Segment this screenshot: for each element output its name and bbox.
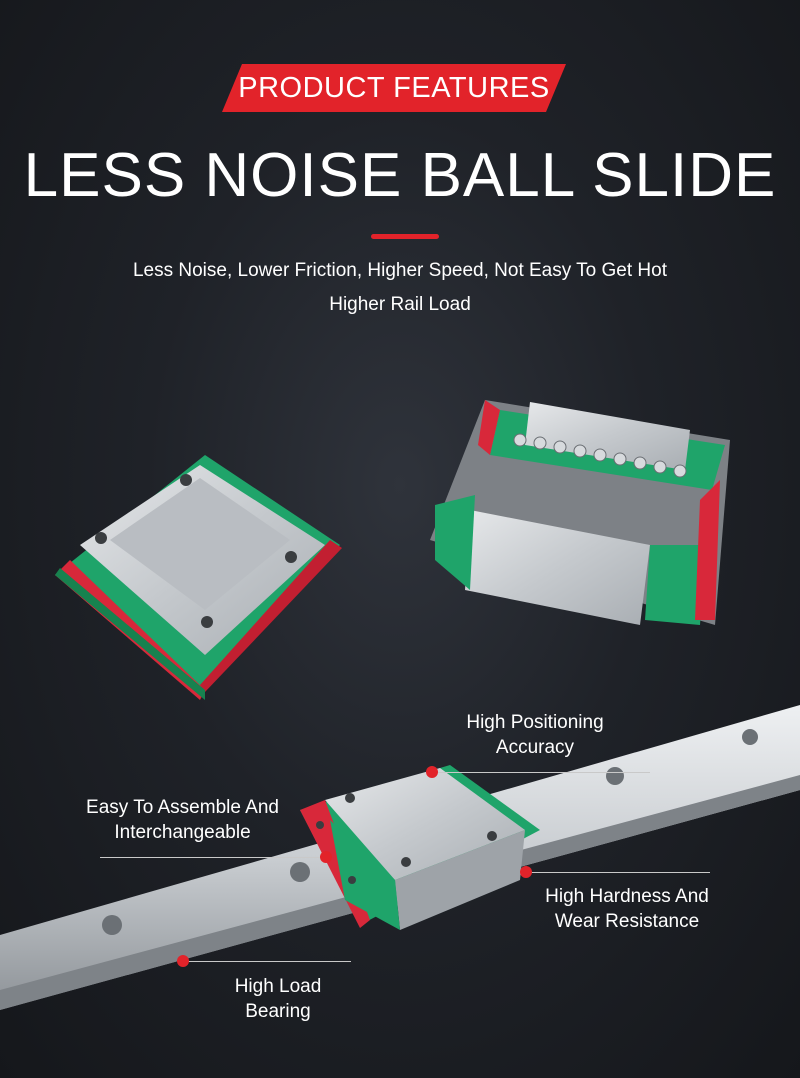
subtitle-line-2: Higher Rail Load <box>329 294 471 315</box>
carriage-block-open <box>430 400 730 625</box>
page-title: LESS NOISE BALL SLIDE <box>23 141 777 210</box>
callout-hardness: High Hardness And Wear Resistance <box>527 884 727 934</box>
callout-assemble-line-2: Interchangeable <box>114 822 251 843</box>
callout-hardness-dot <box>520 866 532 878</box>
badge-label: PRODUCT FEATURES <box>238 71 550 104</box>
callout-positioning: High Positioning Accuracy <box>440 710 630 760</box>
callout-load-line <box>183 961 351 962</box>
callout-hardness-line-1: High Hardness And <box>545 886 709 907</box>
carriage-on-rail <box>300 765 540 930</box>
callout-assemble: Easy To Assemble And Interchangeable <box>70 795 295 845</box>
callout-positioning-dot <box>426 766 438 778</box>
callout-load: High Load Bearing <box>208 974 348 1024</box>
title-divider <box>371 234 439 239</box>
product-features-badge: PRODUCT FEATURES <box>222 64 566 112</box>
callout-positioning-line <box>432 772 650 773</box>
callout-load-line-2: Bearing <box>245 1001 311 1022</box>
callout-positioning-line-1: High Positioning <box>466 712 604 733</box>
callout-load-line-1: High Load <box>234 976 322 997</box>
callout-load-dot <box>177 955 189 967</box>
callout-hardness-line <box>526 872 710 873</box>
carriage-block-left <box>55 455 342 700</box>
callout-assemble-dot <box>320 851 332 863</box>
callout-positioning-line-2: Accuracy <box>495 737 575 758</box>
callout-assemble-line-1: Easy To Assemble And <box>86 797 279 818</box>
callout-assemble-line <box>100 857 326 858</box>
callout-hardness-line-2: Wear Resistance <box>554 911 700 932</box>
subtitle-line-1: Less Noise, Lower Friction, Higher Speed… <box>132 260 667 281</box>
